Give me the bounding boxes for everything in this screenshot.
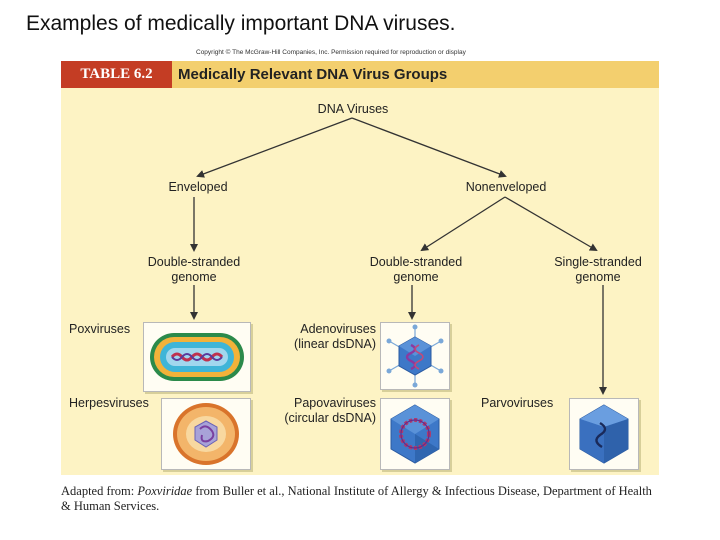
table-panel xyxy=(61,61,659,475)
table-number: TABLE 6.2 xyxy=(61,61,172,88)
table-title: Medically Relevant DNA Virus Groups xyxy=(178,66,448,83)
node-label-line-2: genome xyxy=(171,270,217,284)
arrow-nonenveloped-ds xyxy=(420,196,506,252)
node-single-stranded: Single-stranded genome xyxy=(532,255,664,285)
footnote-source: Poxviridae xyxy=(137,484,193,498)
node-label-line-2: genome xyxy=(393,270,439,284)
adenovirus-illustration xyxy=(380,322,450,390)
label-parvoviruses: Parvoviruses xyxy=(481,396,554,410)
node-label-line-2: genome xyxy=(575,270,621,284)
arrow-root-nonenveloped xyxy=(351,117,507,178)
arrow-root-enveloped xyxy=(196,117,353,178)
arrow-nonenveloped-ss xyxy=(504,196,598,252)
label-poxviruses: Poxviruses xyxy=(69,322,131,336)
poxvirus-icon xyxy=(150,333,244,381)
copyright-notice: Copyright © The McGraw-Hill Companies, I… xyxy=(196,49,466,56)
papovavirus-icon xyxy=(390,404,440,464)
label-line-1: Adenoviruses xyxy=(300,322,376,336)
node-label-line-1: Single-stranded xyxy=(554,255,642,269)
label-herpesviruses: Herpesviruses xyxy=(69,396,149,410)
herpesvirus-illustration xyxy=(161,398,251,470)
label-papovaviruses: Papovaviruses (circular dsDNA) xyxy=(256,396,376,426)
node-nonenveloped: Nonenveloped xyxy=(465,180,547,194)
footnote-rest: from Buller et al., National Institute o… xyxy=(61,484,652,513)
papovavirus-illustration xyxy=(380,398,450,470)
footnote-prefix: Adapted from: xyxy=(61,484,138,498)
label-line-1: Papovaviruses xyxy=(294,396,376,410)
label-line-2: (linear dsDNA) xyxy=(294,337,376,351)
label-line-2: (circular dsDNA) xyxy=(284,411,376,425)
parvovirus-icon xyxy=(579,404,629,464)
label-adenoviruses: Adenoviruses (linear dsDNA) xyxy=(262,322,376,352)
herpesvirus-icon xyxy=(173,403,239,465)
source-footnote: Adapted from: Poxviridae from Buller et … xyxy=(61,484,661,514)
node-enveloped-double-stranded: Double-stranded genome xyxy=(128,255,260,285)
parvovirus-illustration xyxy=(569,398,639,470)
adenovirus-icon xyxy=(386,324,444,388)
node-label-line-1: Double-stranded xyxy=(147,255,241,269)
node-label-line-1: Double-stranded xyxy=(369,255,463,269)
poxvirus-illustration xyxy=(143,322,251,392)
node-enveloped: Enveloped xyxy=(168,180,228,194)
node-dna-viruses: DNA Viruses xyxy=(317,102,389,116)
node-nonenveloped-double-stranded: Double-stranded genome xyxy=(350,255,482,285)
slide-title: Examples of medically important DNA viru… xyxy=(26,12,456,35)
